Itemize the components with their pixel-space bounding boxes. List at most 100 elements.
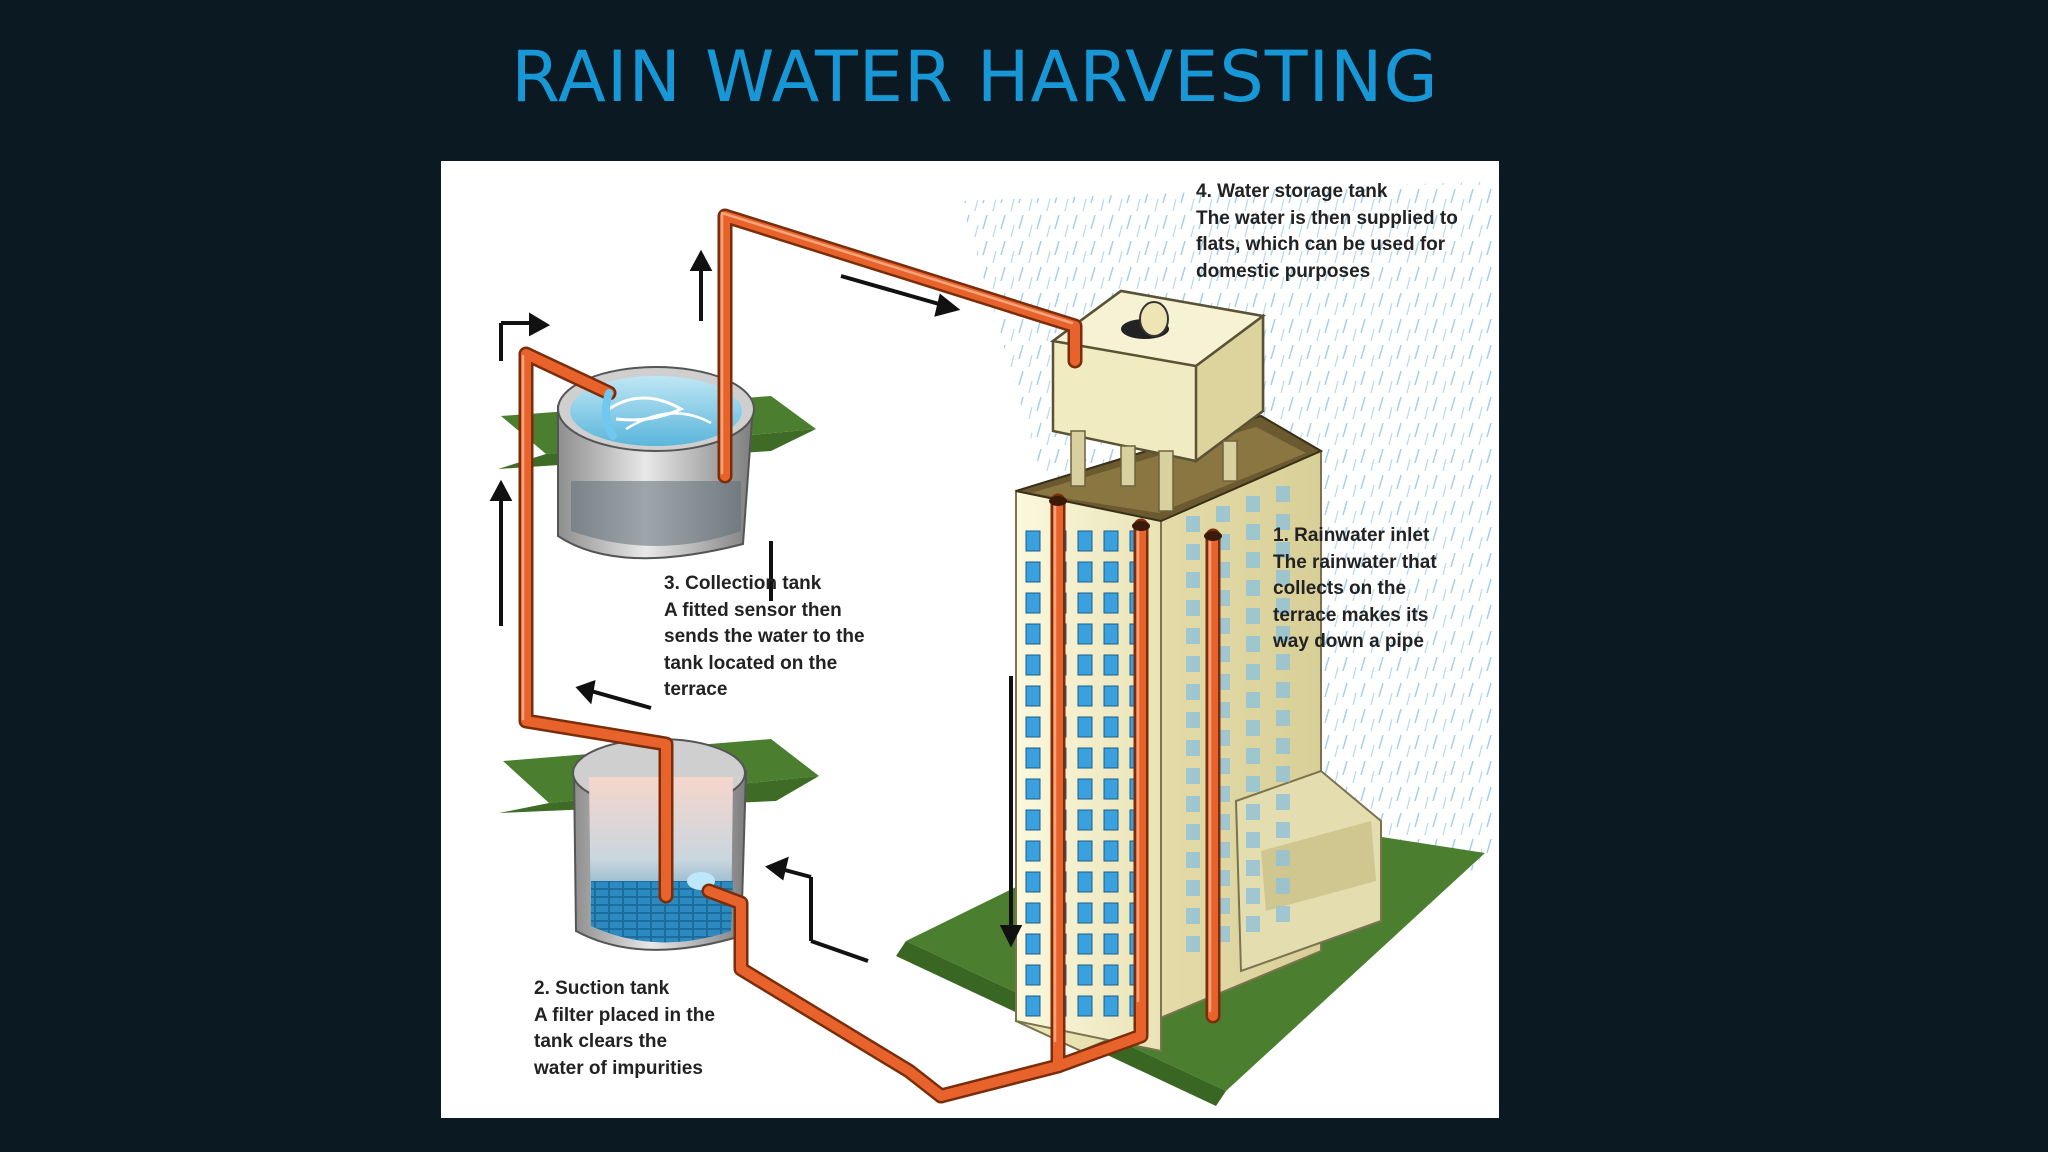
window bbox=[1077, 995, 1093, 1017]
window bbox=[1103, 964, 1119, 986]
window bbox=[1186, 572, 1200, 588]
callout-line: sends the water to the bbox=[664, 626, 865, 647]
window bbox=[1276, 710, 1290, 726]
callout-heading: 4. Water storage tank bbox=[1196, 181, 1388, 202]
window bbox=[1103, 654, 1119, 676]
window bbox=[1103, 933, 1119, 955]
window bbox=[1103, 902, 1119, 924]
window bbox=[1103, 778, 1119, 800]
window bbox=[1276, 878, 1290, 894]
window bbox=[1186, 684, 1200, 700]
window bbox=[1025, 654, 1041, 676]
window bbox=[1186, 768, 1200, 784]
window bbox=[1103, 871, 1119, 893]
window bbox=[1025, 809, 1041, 831]
window bbox=[1246, 580, 1260, 596]
window bbox=[1103, 747, 1119, 769]
window bbox=[1103, 561, 1119, 583]
window bbox=[1077, 530, 1093, 552]
window bbox=[1246, 916, 1260, 932]
callout-line: The rainwater that bbox=[1273, 551, 1437, 573]
callout-line: terrace bbox=[664, 679, 728, 700]
window bbox=[1025, 778, 1041, 800]
window bbox=[1276, 850, 1290, 866]
window bbox=[1103, 623, 1119, 645]
window bbox=[1025, 964, 1041, 986]
callout-line: A fitted sensor then bbox=[664, 599, 842, 621]
window bbox=[1025, 623, 1041, 645]
window bbox=[1276, 682, 1290, 698]
callout-line: domestic purposes bbox=[1196, 260, 1371, 282]
callout-line: flats, which can be used for bbox=[1196, 234, 1446, 255]
window bbox=[1246, 720, 1260, 736]
diagram-illustration bbox=[489, 181, 1496, 1106]
window bbox=[1246, 692, 1260, 708]
window bbox=[1186, 908, 1200, 924]
callout-heading: 1. Rainwater inlet bbox=[1273, 525, 1430, 546]
window bbox=[1025, 561, 1041, 583]
window bbox=[1276, 766, 1290, 782]
window bbox=[1025, 685, 1041, 707]
window bbox=[1025, 530, 1041, 552]
callout-line: way down a pipe bbox=[1273, 631, 1424, 652]
window bbox=[1276, 570, 1290, 586]
window bbox=[1025, 592, 1041, 614]
window bbox=[1025, 902, 1041, 924]
callout-collection-tank: 3. Collection tank A fitted sensor then … bbox=[664, 571, 865, 704]
window bbox=[1246, 748, 1260, 764]
window bbox=[1276, 906, 1290, 922]
window bbox=[1276, 598, 1290, 614]
window bbox=[1077, 871, 1093, 893]
window bbox=[1077, 933, 1093, 955]
window bbox=[1186, 936, 1200, 952]
callout-line: water of impurities bbox=[534, 1057, 703, 1079]
window bbox=[1186, 880, 1200, 896]
window bbox=[1186, 516, 1200, 532]
callout-rainwater-inlet: 1. Rainwater inlet The rainwater that co… bbox=[1273, 523, 1437, 656]
callout-heading: 3. Collection tank bbox=[664, 573, 822, 594]
callout-line: The water is then supplied to bbox=[1196, 207, 1458, 229]
window bbox=[1246, 552, 1260, 568]
callout-heading: 2. Suction tank bbox=[534, 978, 670, 999]
water-storage-tank bbox=[1049, 289, 1267, 512]
window bbox=[1186, 824, 1200, 840]
window bbox=[1025, 933, 1041, 955]
window bbox=[1025, 747, 1041, 769]
window bbox=[1025, 840, 1041, 862]
window bbox=[1276, 794, 1290, 810]
window bbox=[1103, 716, 1119, 738]
window bbox=[1276, 654, 1290, 670]
callout-line: tank clears the bbox=[534, 1031, 668, 1052]
window bbox=[1276, 486, 1290, 502]
window bbox=[1246, 664, 1260, 680]
window bbox=[1077, 685, 1093, 707]
window bbox=[1216, 506, 1230, 522]
window bbox=[1246, 776, 1260, 792]
window bbox=[1186, 852, 1200, 868]
rainwater-harvesting-diagram: 4. Water storage tank The water is then … bbox=[441, 161, 1499, 1118]
window bbox=[1186, 600, 1200, 616]
window bbox=[1077, 840, 1093, 862]
window bbox=[1246, 888, 1260, 904]
window bbox=[1246, 524, 1260, 540]
window bbox=[1077, 902, 1093, 924]
flow-arrows bbox=[489, 249, 1023, 963]
window bbox=[1103, 592, 1119, 614]
window bbox=[1077, 747, 1093, 769]
window bbox=[1077, 716, 1093, 738]
window bbox=[1276, 514, 1290, 530]
callout-storage-tank: 4. Water storage tank The water is then … bbox=[1196, 179, 1458, 285]
window bbox=[1246, 804, 1260, 820]
window bbox=[1276, 542, 1290, 558]
callout-suction-tank: 2. Suction tank A filter placed in the t… bbox=[534, 976, 715, 1082]
window bbox=[1186, 544, 1200, 560]
window bbox=[1077, 809, 1093, 831]
window bbox=[1276, 626, 1290, 642]
window bbox=[1077, 964, 1093, 986]
window bbox=[1186, 656, 1200, 672]
callout-line: A filter placed in the bbox=[534, 1004, 715, 1026]
window bbox=[1186, 628, 1200, 644]
window bbox=[1103, 809, 1119, 831]
callout-line: terrace makes its bbox=[1273, 604, 1429, 626]
